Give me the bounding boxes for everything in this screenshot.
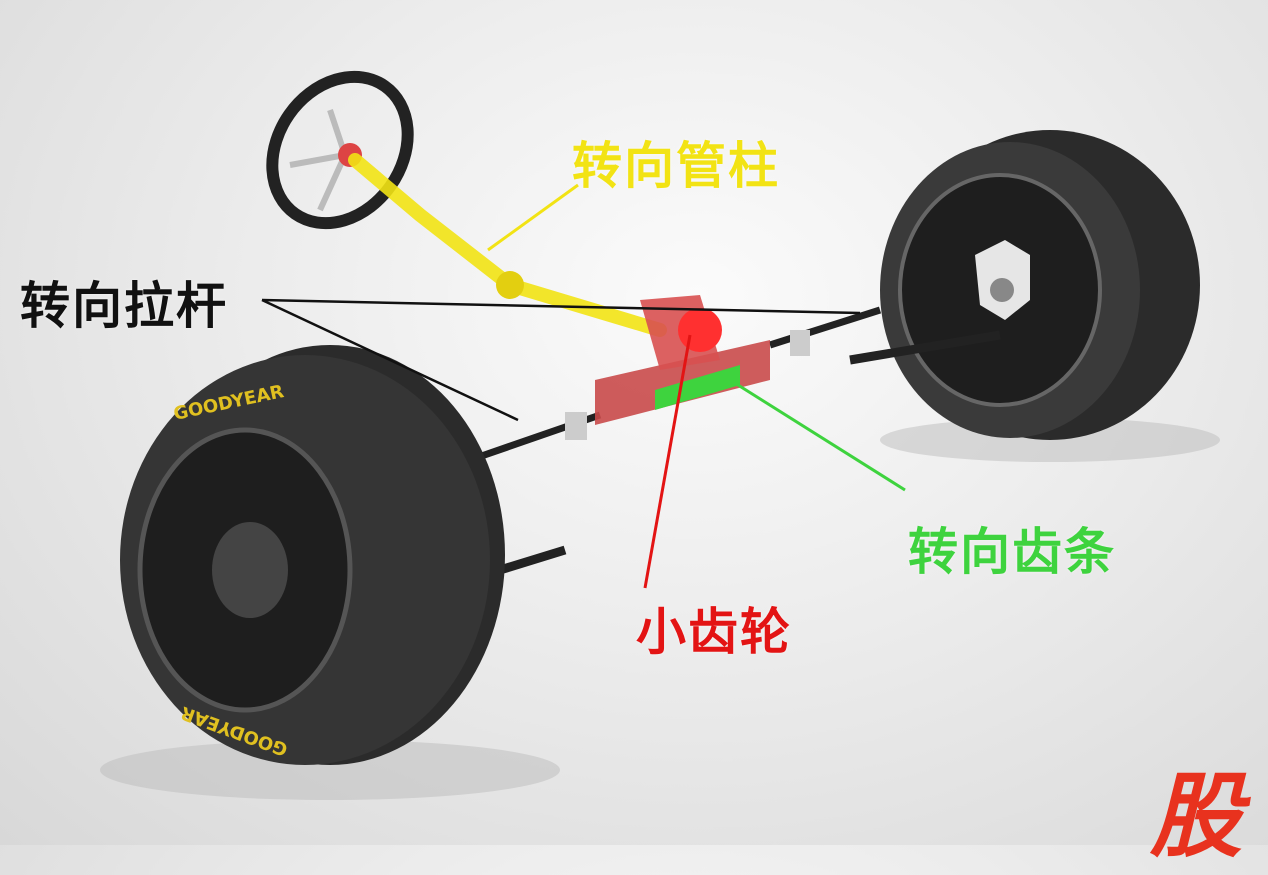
left-axle xyxy=(498,545,567,575)
left-wheel-shadow xyxy=(100,740,560,800)
right-tie-rod xyxy=(768,306,882,349)
pinion-gear xyxy=(678,308,722,352)
tie-rod-callout-line-left xyxy=(261,298,519,422)
column-callout-line xyxy=(487,183,579,252)
universal-joint xyxy=(496,271,524,299)
steering-column-label: 转向管柱 xyxy=(572,137,780,195)
steering-system-illustration: GOODYEAR GOODYEAR xyxy=(100,70,1220,800)
tie-rod-label: 转向拉杆 xyxy=(20,277,228,335)
rack-callout-line xyxy=(729,378,906,492)
steering-rack xyxy=(655,365,740,410)
pinion-callout-line xyxy=(643,334,692,589)
watermark-logo: 股 xyxy=(1150,763,1243,870)
tie-rod-callout-line-right xyxy=(261,298,861,315)
pinion-gear-label: 小齿轮 xyxy=(636,603,792,661)
left-wheel: GOODYEAR GOODYEAR xyxy=(120,345,505,765)
steering-rack-label: 转向齿条 xyxy=(908,523,1116,581)
right-wheel xyxy=(880,130,1200,440)
steering-wheel xyxy=(266,70,414,230)
right-axle xyxy=(849,330,1001,365)
